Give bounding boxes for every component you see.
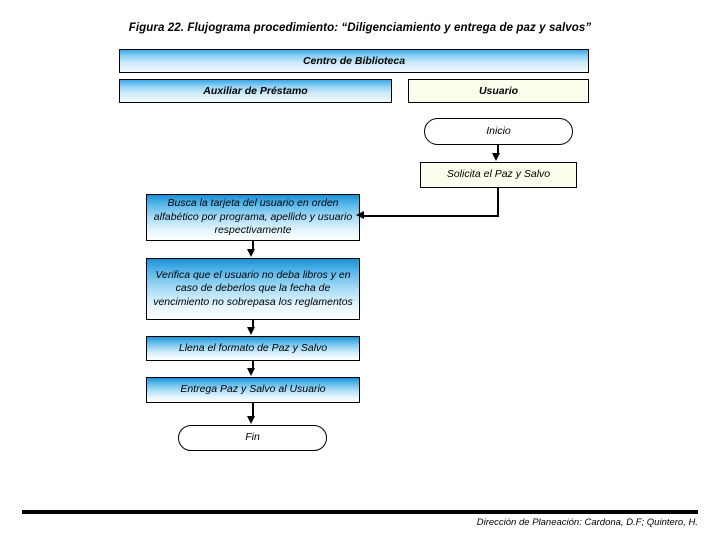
lane-header-auxiliar-de-prestamo: Auxiliar de Préstamo	[119, 79, 392, 103]
arrow-left-icon	[356, 211, 364, 219]
flow-node-label: Fin	[245, 431, 260, 444]
flow-node-label: Busca la tarjeta del usuario en orden al…	[153, 197, 353, 237]
flow-node-inicio: Inicio	[424, 118, 573, 145]
flow-node-verifica-deudas: Verifica que el usuario no deba libros y…	[146, 258, 360, 320]
flow-node-entrega-paz-y-salvo: Entrega Paz y Salvo al Usuario	[146, 377, 360, 403]
flow-node-label: Solicita el Paz y Salvo	[446, 168, 551, 181]
connector-solicita-to-busca-vertical	[497, 188, 499, 217]
lane-header-centro-de-biblioteca: Centro de Biblioteca	[119, 49, 589, 73]
flow-node-label: Llena el formato de Paz y Salvo	[178, 341, 328, 354]
flow-node-llena-formato: Llena el formato de Paz y Salvo	[146, 336, 360, 361]
footer-credit: Dirección de Planeación: Cardona, D.F; Q…	[476, 517, 698, 528]
lane-header-label: Centro de Biblioteca	[302, 55, 406, 67]
connector-inicio-to-solicita	[497, 145, 499, 154]
arrow-down-icon	[247, 416, 255, 424]
flow-node-label: Entrega Paz y Salvo al Usuario	[180, 383, 326, 396]
connector-busca-to-verifica	[252, 241, 254, 250]
figure-title: Figura 22. Flujograma procedimiento: “Di…	[128, 22, 592, 34]
connector-solicita-to-busca-horizontal	[363, 215, 499, 217]
arrow-down-icon	[492, 153, 500, 161]
flow-node-busca-tarjeta: Busca la tarjeta del usuario en orden al…	[146, 194, 360, 241]
flow-node-fin: Fin	[178, 425, 327, 451]
flow-node-label: Inicio	[486, 124, 511, 137]
lane-header-label: Usuario	[478, 85, 519, 97]
arrow-down-icon	[247, 249, 255, 257]
connector-verifica-to-llena	[252, 320, 254, 328]
arrow-down-icon	[247, 327, 255, 335]
connector-llena-to-entrega	[252, 361, 254, 369]
arrow-down-icon	[247, 368, 255, 376]
footer-divider	[22, 510, 698, 514]
lane-header-usuario: Usuario	[408, 79, 589, 103]
flow-node-solicita-paz-y-salvo: Solicita el Paz y Salvo	[420, 162, 577, 188]
flow-node-label: Verifica que el usuario no deba libros y…	[153, 268, 353, 308]
lane-header-label: Auxiliar de Préstamo	[203, 85, 308, 97]
connector-entrega-to-fin	[252, 403, 254, 417]
